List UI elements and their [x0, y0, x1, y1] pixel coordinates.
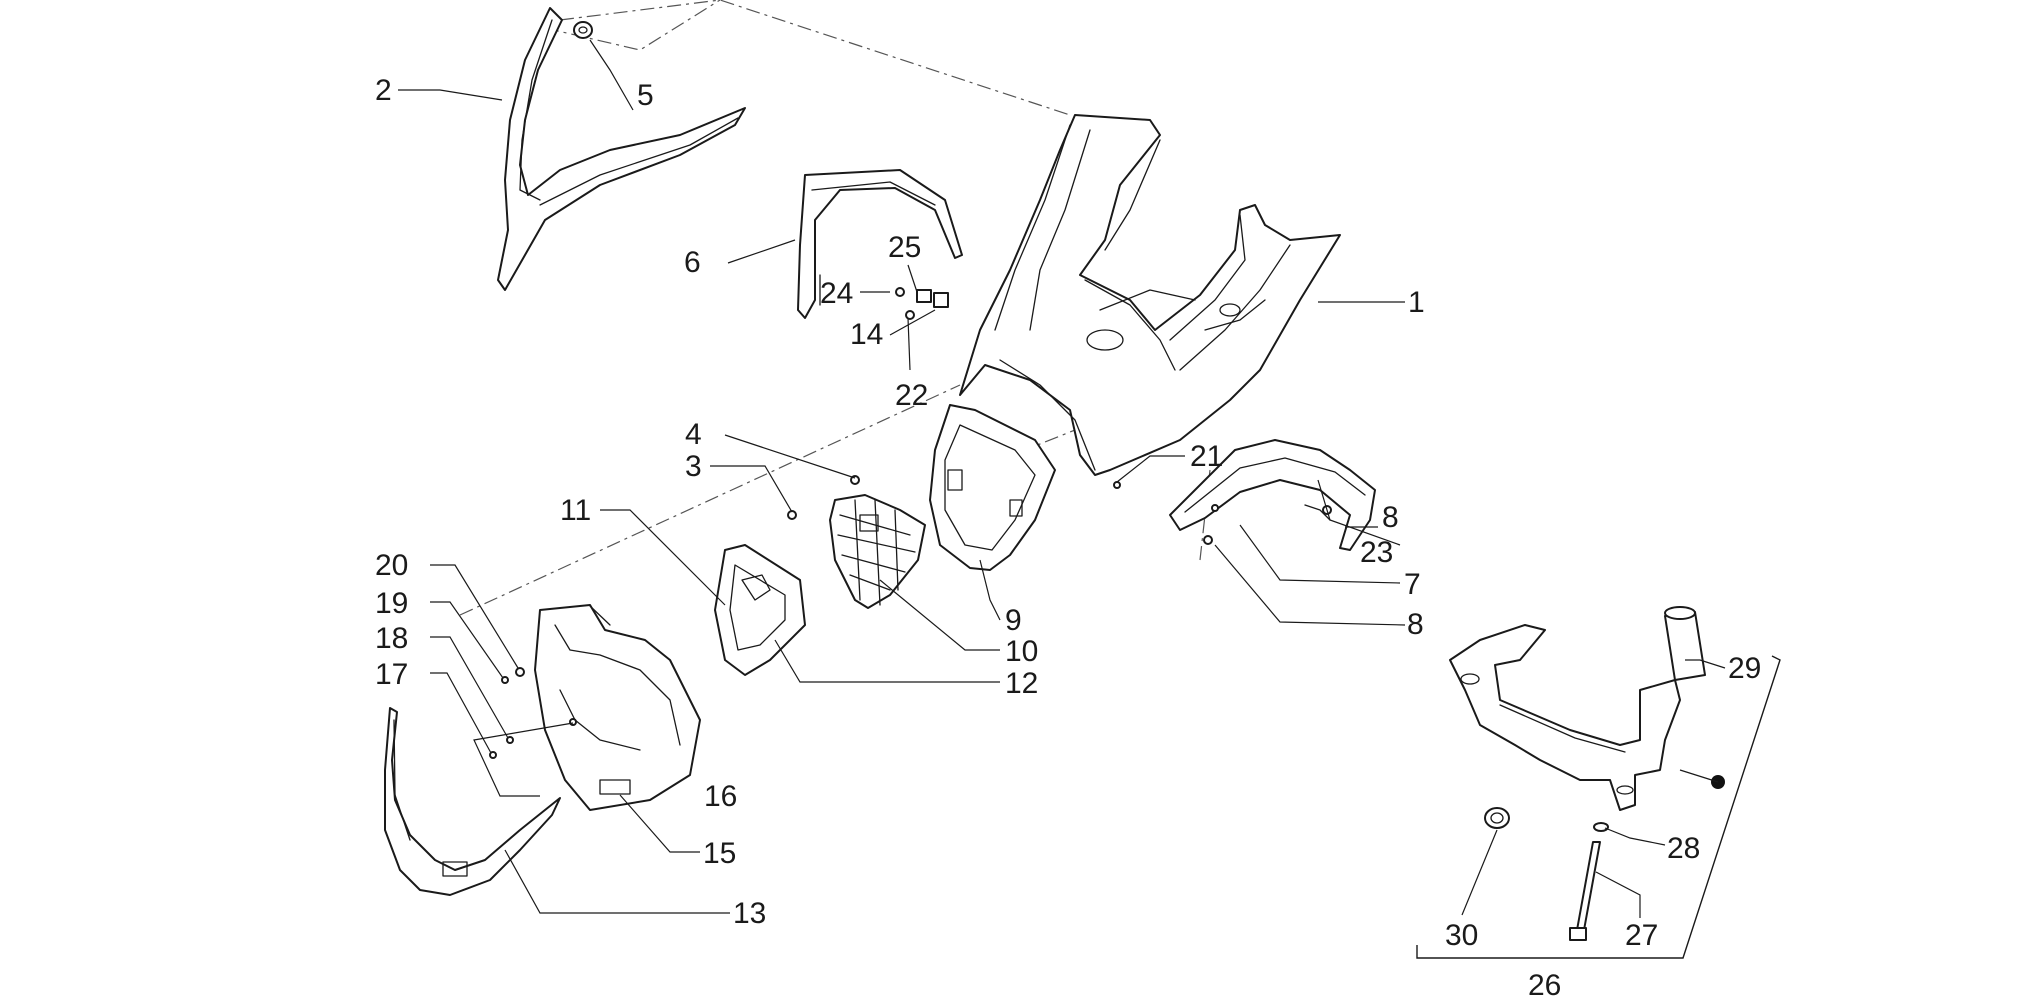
part-30-bump — [1484, 807, 1510, 829]
callout-27: 27 — [1625, 919, 1658, 952]
callout-2: 2 — [375, 74, 392, 107]
callout-20: 20 — [375, 549, 408, 582]
callout-14: 14 — [850, 318, 883, 351]
callout-5: 5 — [637, 79, 654, 112]
callout-19: 19 — [375, 587, 408, 620]
callout-12: 12 — [1005, 667, 1038, 700]
part-28-nut — [1593, 822, 1609, 832]
part-10-grille — [829, 494, 926, 609]
part-29-sleeve — [1664, 606, 1706, 681]
callout-9: 9 — [1005, 604, 1022, 637]
callout-1: 1 — [1408, 286, 1425, 319]
callout-4: 4 — [685, 418, 702, 451]
callout-26: 26 — [1528, 969, 1561, 996]
group-bracket-26 — [1416, 655, 1781, 959]
part-5-washer — [573, 21, 593, 39]
part-6-curved-panel — [797, 169, 963, 319]
part-9-housing — [929, 404, 1056, 571]
callout-10: 10 — [1005, 635, 1038, 668]
part-27-bolt — [1569, 841, 1601, 941]
leader-lines — [398, 39, 1726, 918]
callout-7: 7 — [1404, 568, 1421, 601]
callout-29: 29 — [1728, 652, 1761, 685]
small-hardware — [489, 287, 1332, 759]
callout-8-lower: 8 — [1407, 608, 1424, 641]
part-1-front-body — [959, 114, 1341, 476]
part-7-lower-panel — [1169, 439, 1376, 551]
callout-22: 22 — [895, 379, 928, 412]
callout-13: 13 — [733, 897, 766, 930]
callout-21: 21 — [1190, 440, 1223, 473]
callout-15: 15 — [703, 837, 736, 870]
callout-28: 28 — [1667, 832, 1700, 865]
callout-24: 24 — [820, 277, 853, 310]
callout-16: 16 — [704, 780, 737, 813]
callout-25: 25 — [888, 231, 921, 264]
callout-23: 23 — [1360, 536, 1393, 569]
part-26-bracket — [1449, 624, 1681, 811]
part-12-frame — [714, 544, 806, 676]
callout-17: 17 — [375, 658, 408, 691]
callout-30: 30 — [1445, 919, 1478, 952]
callout-6: 6 — [684, 246, 701, 279]
callout-8-upper: 8 — [1382, 501, 1399, 534]
part-2-shield-trim — [497, 7, 746, 291]
callout-labels: 1 2 3 4 5 6 7 8 8 9 10 11 12 13 14 15 16… — [375, 74, 1761, 996]
callout-3: 3 — [685, 450, 702, 483]
part-13-bottom-spoiler — [384, 707, 561, 896]
callout-11: 11 — [560, 494, 591, 527]
callout-18: 18 — [375, 622, 408, 655]
part-15-lower-cover — [534, 604, 701, 811]
